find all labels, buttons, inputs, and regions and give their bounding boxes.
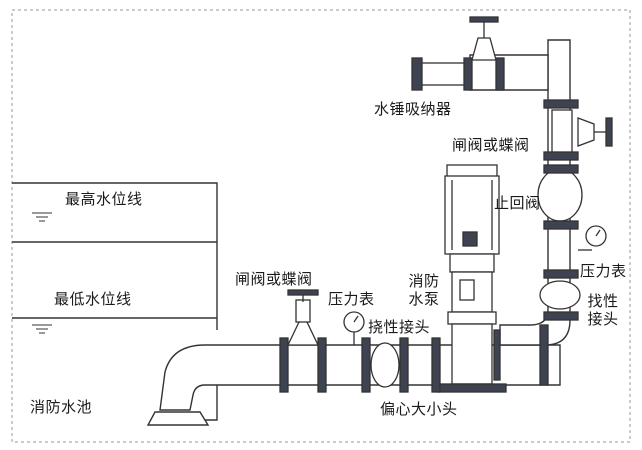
diagram-border [11,9,631,443]
label-lowest-level: 最低水位线 [54,290,132,308]
label-water-hammer-absorber: 水锤吸纳器 [374,100,452,118]
label-fire-pool: 消防水池 [30,398,93,416]
riser-fittings [537,99,613,321]
label-gate-valve-suction: 闸阀或蝶阀 [235,270,313,288]
label-flex-joint-right: 找性接头 [587,292,619,328]
label-gate-valve-top: 闸阀或蝶阀 [452,136,530,154]
label-highest-level: 最高水位线 [65,190,143,208]
water-hammer-absorber-body [411,16,505,91]
suction-fittings [279,289,549,393]
label-eccentric-reducer: 偏心大小头 [380,400,458,418]
water-level-symbols [32,212,52,334]
label-pressure-gauge-right: 压力表 [580,262,627,280]
label-check-valve: 止回阀 [494,194,541,212]
label-fire-pump: 消防水泵 [408,272,440,308]
fire-pump-body [437,164,507,393]
label-flex-joint-suction: 挠性接头 [368,318,431,336]
label-pressure-gauge-suction: 压力表 [328,290,375,308]
